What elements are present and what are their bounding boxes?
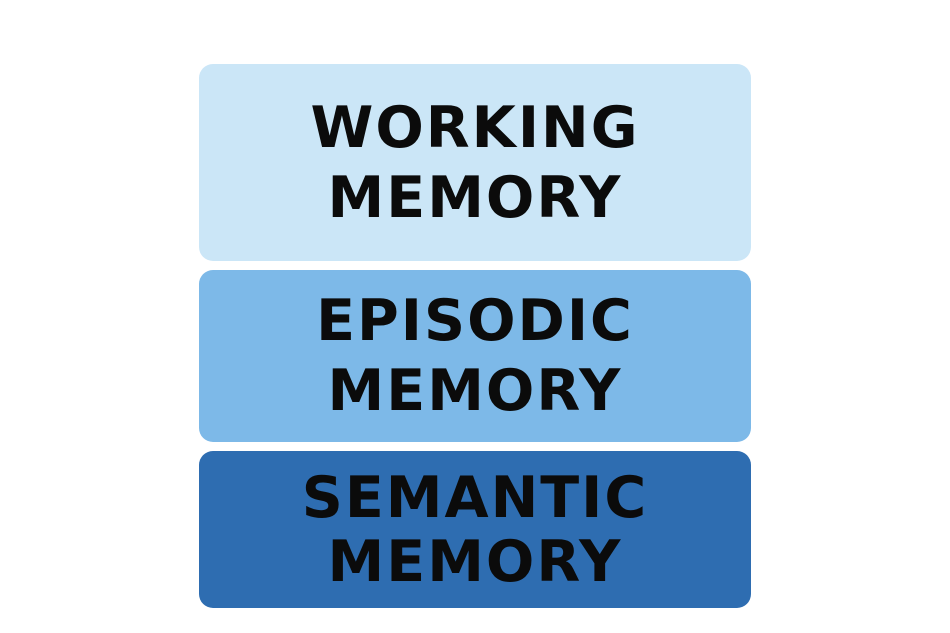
- working-memory-label-line1: WORKING: [310, 94, 640, 161]
- semantic-memory-label-line1: SEMANTIC: [301, 464, 649, 531]
- working-memory-label-line2: MEMORY: [327, 164, 623, 231]
- episodic-memory-label-line1: EPISODIC: [316, 288, 634, 354]
- working-memory-block: WORKING MEMORY: [199, 64, 751, 261]
- episodic-memory-label-line2: MEMORY: [327, 358, 623, 424]
- episodic-memory-block: EPISODIC MEMORY: [199, 270, 751, 442]
- semantic-memory-block: SEMANTIC MEMORY: [199, 451, 751, 608]
- semantic-memory-label-line2: MEMORY: [327, 528, 623, 595]
